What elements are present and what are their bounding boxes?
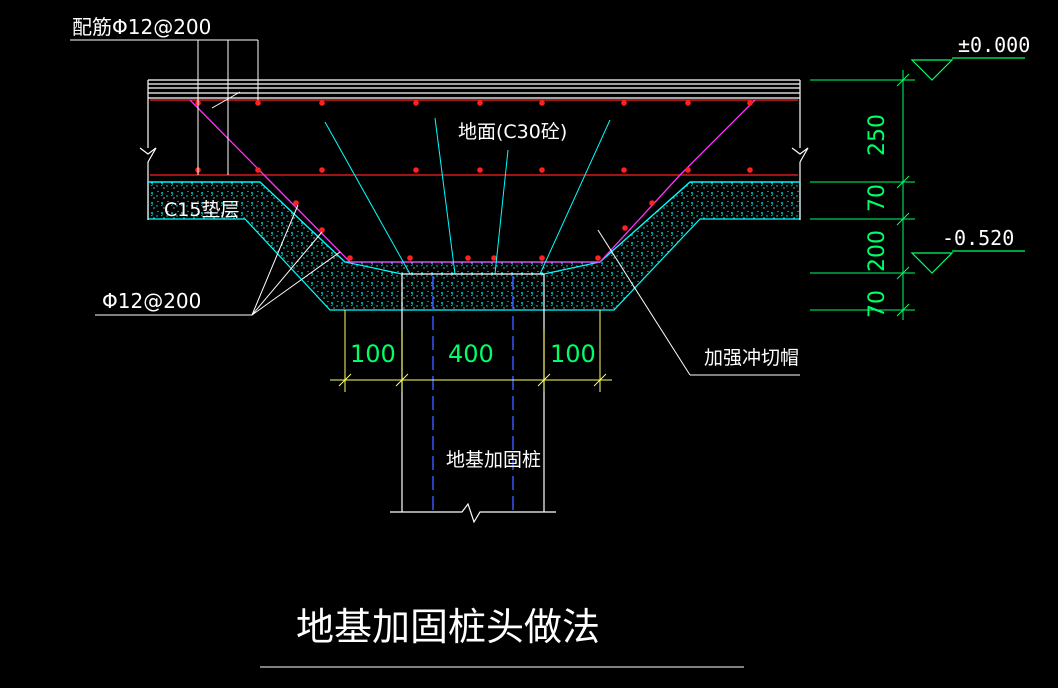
label-top-rebar: 配筋Φ12@200 [72, 15, 211, 39]
rebar-dot [621, 100, 627, 106]
horizontal-dim-lines [330, 310, 612, 392]
rebar-dot [319, 100, 325, 106]
pile-axes [432, 276, 514, 512]
drawing-title: 地基加固桩头做法 [296, 605, 600, 649]
level-bottom-text: -0.520 [942, 226, 1014, 250]
label-slab: 地面(C30砼) [458, 121, 567, 143]
rebar-dot [319, 167, 325, 173]
dim-h-400: 400 [448, 340, 494, 368]
rebar-dot [477, 100, 483, 106]
dim-h-100-left: 100 [350, 340, 396, 368]
bent-bars [189, 99, 756, 263]
level-top-text: ±0.000 [958, 33, 1030, 57]
cap-outline [148, 181, 800, 275]
rebar-dot [747, 167, 753, 173]
rebar-dot [293, 200, 299, 206]
rebar-dot [477, 167, 483, 173]
rebar-dot [413, 100, 419, 106]
label-cushion: C15垫层 [164, 199, 239, 221]
rebar-dot [622, 225, 628, 231]
label-pile: 地基加固桩 [446, 449, 541, 471]
dim-v-200: 200 [865, 230, 890, 272]
rebar-dot [255, 167, 261, 173]
rebar-dot [685, 167, 691, 173]
pile-body [390, 273, 556, 524]
cap-leader [597, 229, 800, 376]
vertical-dim-lines [810, 70, 915, 320]
level-marker-bottom [910, 250, 1025, 274]
rebar-dot [465, 255, 471, 261]
rebar-dot [539, 255, 545, 261]
rebar-dot [413, 167, 419, 173]
rebar-dot [685, 100, 691, 106]
rebar-dots [195, 100, 753, 261]
rebar-dot [539, 167, 545, 173]
dim-v-250: 250 [865, 114, 890, 156]
shear-rays [324, 117, 611, 275]
rebar-dot [407, 255, 413, 261]
level-marker-top [910, 57, 1025, 81]
rebar-dot [539, 100, 545, 106]
rebar-leader-side [95, 204, 341, 316]
cushion-layer [147, 181, 801, 311]
rebar-dot [347, 255, 353, 261]
dim-v-70a: 70 [865, 184, 890, 212]
rebar-dot [595, 255, 601, 261]
dim-v-70b: 70 [865, 290, 890, 318]
rebar-leader-top [70, 39, 259, 175]
rebar-dot [747, 100, 753, 106]
label-cap: 加强冲切帽 [704, 347, 799, 369]
label-side-rebar: Φ12@200 [102, 289, 201, 313]
rebar-dot [649, 200, 655, 206]
slab-outline [139, 79, 809, 220]
rebar-dot [491, 255, 497, 261]
rebar-dot [621, 167, 627, 173]
rebar-dot [255, 100, 261, 106]
dim-h-100-right: 100 [550, 340, 596, 368]
rebar-dot [319, 227, 325, 233]
